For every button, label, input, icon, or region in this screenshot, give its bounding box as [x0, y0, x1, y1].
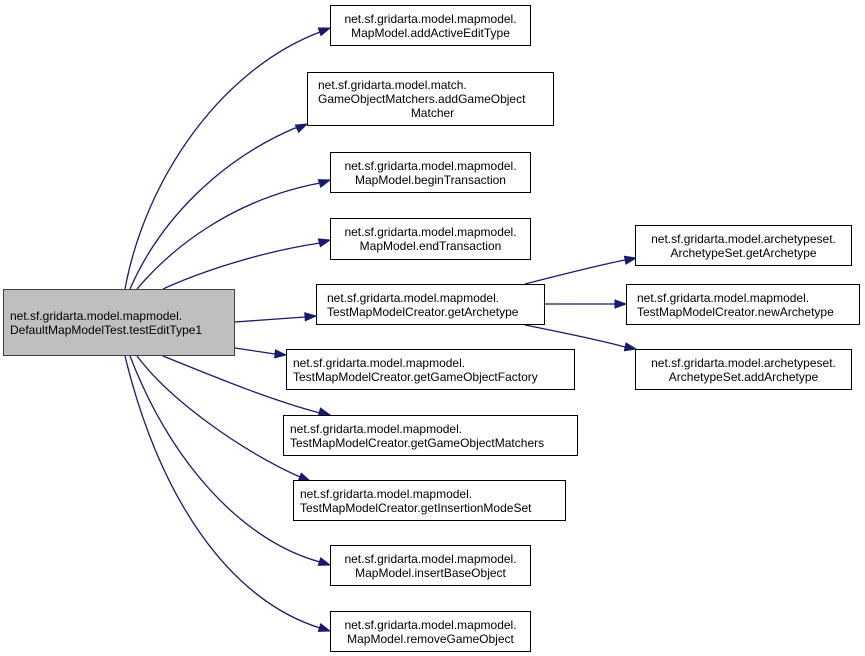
arrowhead-icon	[304, 312, 318, 322]
node-line: net.sf.gridarta.model.mapmodel.	[10, 308, 183, 323]
arrowhead-icon	[317, 238, 332, 248]
edge-root-n9	[129, 355, 321, 563]
node-line: net.sf.gridarta.model.mapmodel.	[344, 617, 517, 632]
node-line: MapModel.addActiveEditType	[351, 25, 510, 40]
node-getInsertionModeSet[interactable]: net.sf.gridarta.model.mapmodel. TestMapM…	[293, 480, 566, 521]
node-addArchetype[interactable]: net.sf.gridarta.model.archetypeset. Arch…	[635, 349, 852, 390]
edge-n5-r3	[524, 324, 627, 348]
node-line: MapModel.insertBaseObject	[355, 565, 506, 580]
node-getGameObjectFactory[interactable]: net.sf.gridarta.model.mapmodel. TestMapM…	[286, 349, 575, 390]
arrowhead-icon	[317, 179, 332, 189]
arrowhead-icon	[317, 622, 332, 632]
node-line: MapModel.beginTransaction	[355, 172, 506, 187]
node-line: MapModel.removeGameObject	[347, 631, 514, 646]
edge-root-n3	[136, 182, 321, 290]
node-newArchetype[interactable]: net.sf.gridarta.model.mapmodel. TestMapM…	[626, 284, 860, 325]
node-endTransaction[interactable]: net.sf.gridarta.model.mapmodel. MapModel…	[330, 218, 531, 260]
edge-root-n6	[234, 347, 277, 355]
node-line: GameObjectMatchers.addGameObject	[318, 92, 526, 106]
arrowhead-icon	[614, 299, 628, 309]
node-removeGameObject[interactable]: net.sf.gridarta.model.mapmodel. MapModel…	[330, 611, 531, 652]
arrowhead-icon	[317, 556, 332, 566]
node-line: MapModel.endTransaction	[359, 239, 502, 253]
node-tmmc-getArchetype[interactable]: net.sf.gridarta.model.mapmodel. TestMapM…	[316, 284, 545, 325]
node-addActiveEditType[interactable]: net.sf.gridarta.model.mapmodel. MapModel…	[330, 5, 531, 46]
node-line: Matcher	[410, 106, 455, 120]
node-line: net.sf.gridarta.model.archetypeset.	[651, 231, 836, 246]
arrowhead-icon	[317, 27, 332, 37]
node-line: net.sf.gridarta.model.mapmodel.	[344, 11, 517, 26]
arrowhead-icon	[623, 255, 638, 265]
arrowhead-icon	[294, 123, 309, 134]
node-line: net.sf.gridarta.model.mapmodel.	[290, 421, 463, 436]
node-root-testEditType1[interactable]: net.sf.gridarta.model.mapmodel. DefaultM…	[3, 289, 235, 356]
edge-root-n4	[162, 242, 321, 290]
node-line: net.sf.gridarta.model.mapmodel.	[327, 290, 500, 305]
node-line: ArchetypeSet.addArchetype	[668, 369, 819, 384]
arrowhead-icon	[274, 349, 288, 359]
edge-root-n7	[162, 355, 321, 414]
node-line: net.sf.gridarta.model.mapmodel.	[637, 290, 810, 305]
node-line: ArchetypeSet.getArchetype	[670, 245, 817, 260]
node-beginTransaction[interactable]: net.sf.gridarta.model.mapmodel. MapModel…	[330, 152, 531, 193]
node-getGameObjectMatchers[interactable]: net.sf.gridarta.model.mapmodel. TestMapM…	[283, 415, 578, 456]
node-line: net.sf.gridarta.model.mapmodel.	[344, 225, 517, 239]
node-line: TestMapModelCreator.getArchetype	[327, 304, 519, 319]
node-line: net.sf.gridarta.model.mapmodel.	[293, 355, 466, 370]
edge-root-n2	[129, 127, 298, 290]
arrowhead-icon	[623, 342, 638, 352]
edge-root-n10	[124, 355, 321, 629]
node-line: net.sf.gridarta.model.mapmodel.	[344, 158, 517, 173]
edge-root-n8	[136, 355, 301, 478]
node-line: DefaultMapModelTest.testEditType1	[10, 322, 203, 337]
node-line: TestMapModelCreator.getGameObjectMatcher…	[290, 435, 545, 450]
edge-root-n5	[234, 316, 307, 323]
node-line: TestMapModelCreator.getGameObjectFactory	[293, 369, 538, 384]
node-line: net.sf.gridarta.model.mapmodel.	[344, 551, 517, 566]
edge-n5-r1	[524, 259, 627, 285]
edge-root-n1	[124, 30, 322, 290]
node-line: net.sf.gridarta.model.archetypeset.	[651, 355, 836, 370]
node-line: TestMapModelCreator.getInsertionModeSet	[300, 500, 532, 515]
node-insertBaseObject[interactable]: net.sf.gridarta.model.mapmodel. MapModel…	[330, 545, 531, 586]
node-line: net.sf.gridarta.model.mapmodel.	[300, 486, 473, 501]
node-addGameObjectMatcher[interactable]: net.sf.gridarta.model.match. GameObjectM…	[307, 72, 554, 126]
node-archetypeset-getArchetype[interactable]: net.sf.gridarta.model.archetypeset. Arch…	[635, 225, 852, 266]
node-line: TestMapModelCreator.newArchetype	[637, 304, 834, 319]
node-line: net.sf.gridarta.model.match.	[318, 78, 467, 92]
